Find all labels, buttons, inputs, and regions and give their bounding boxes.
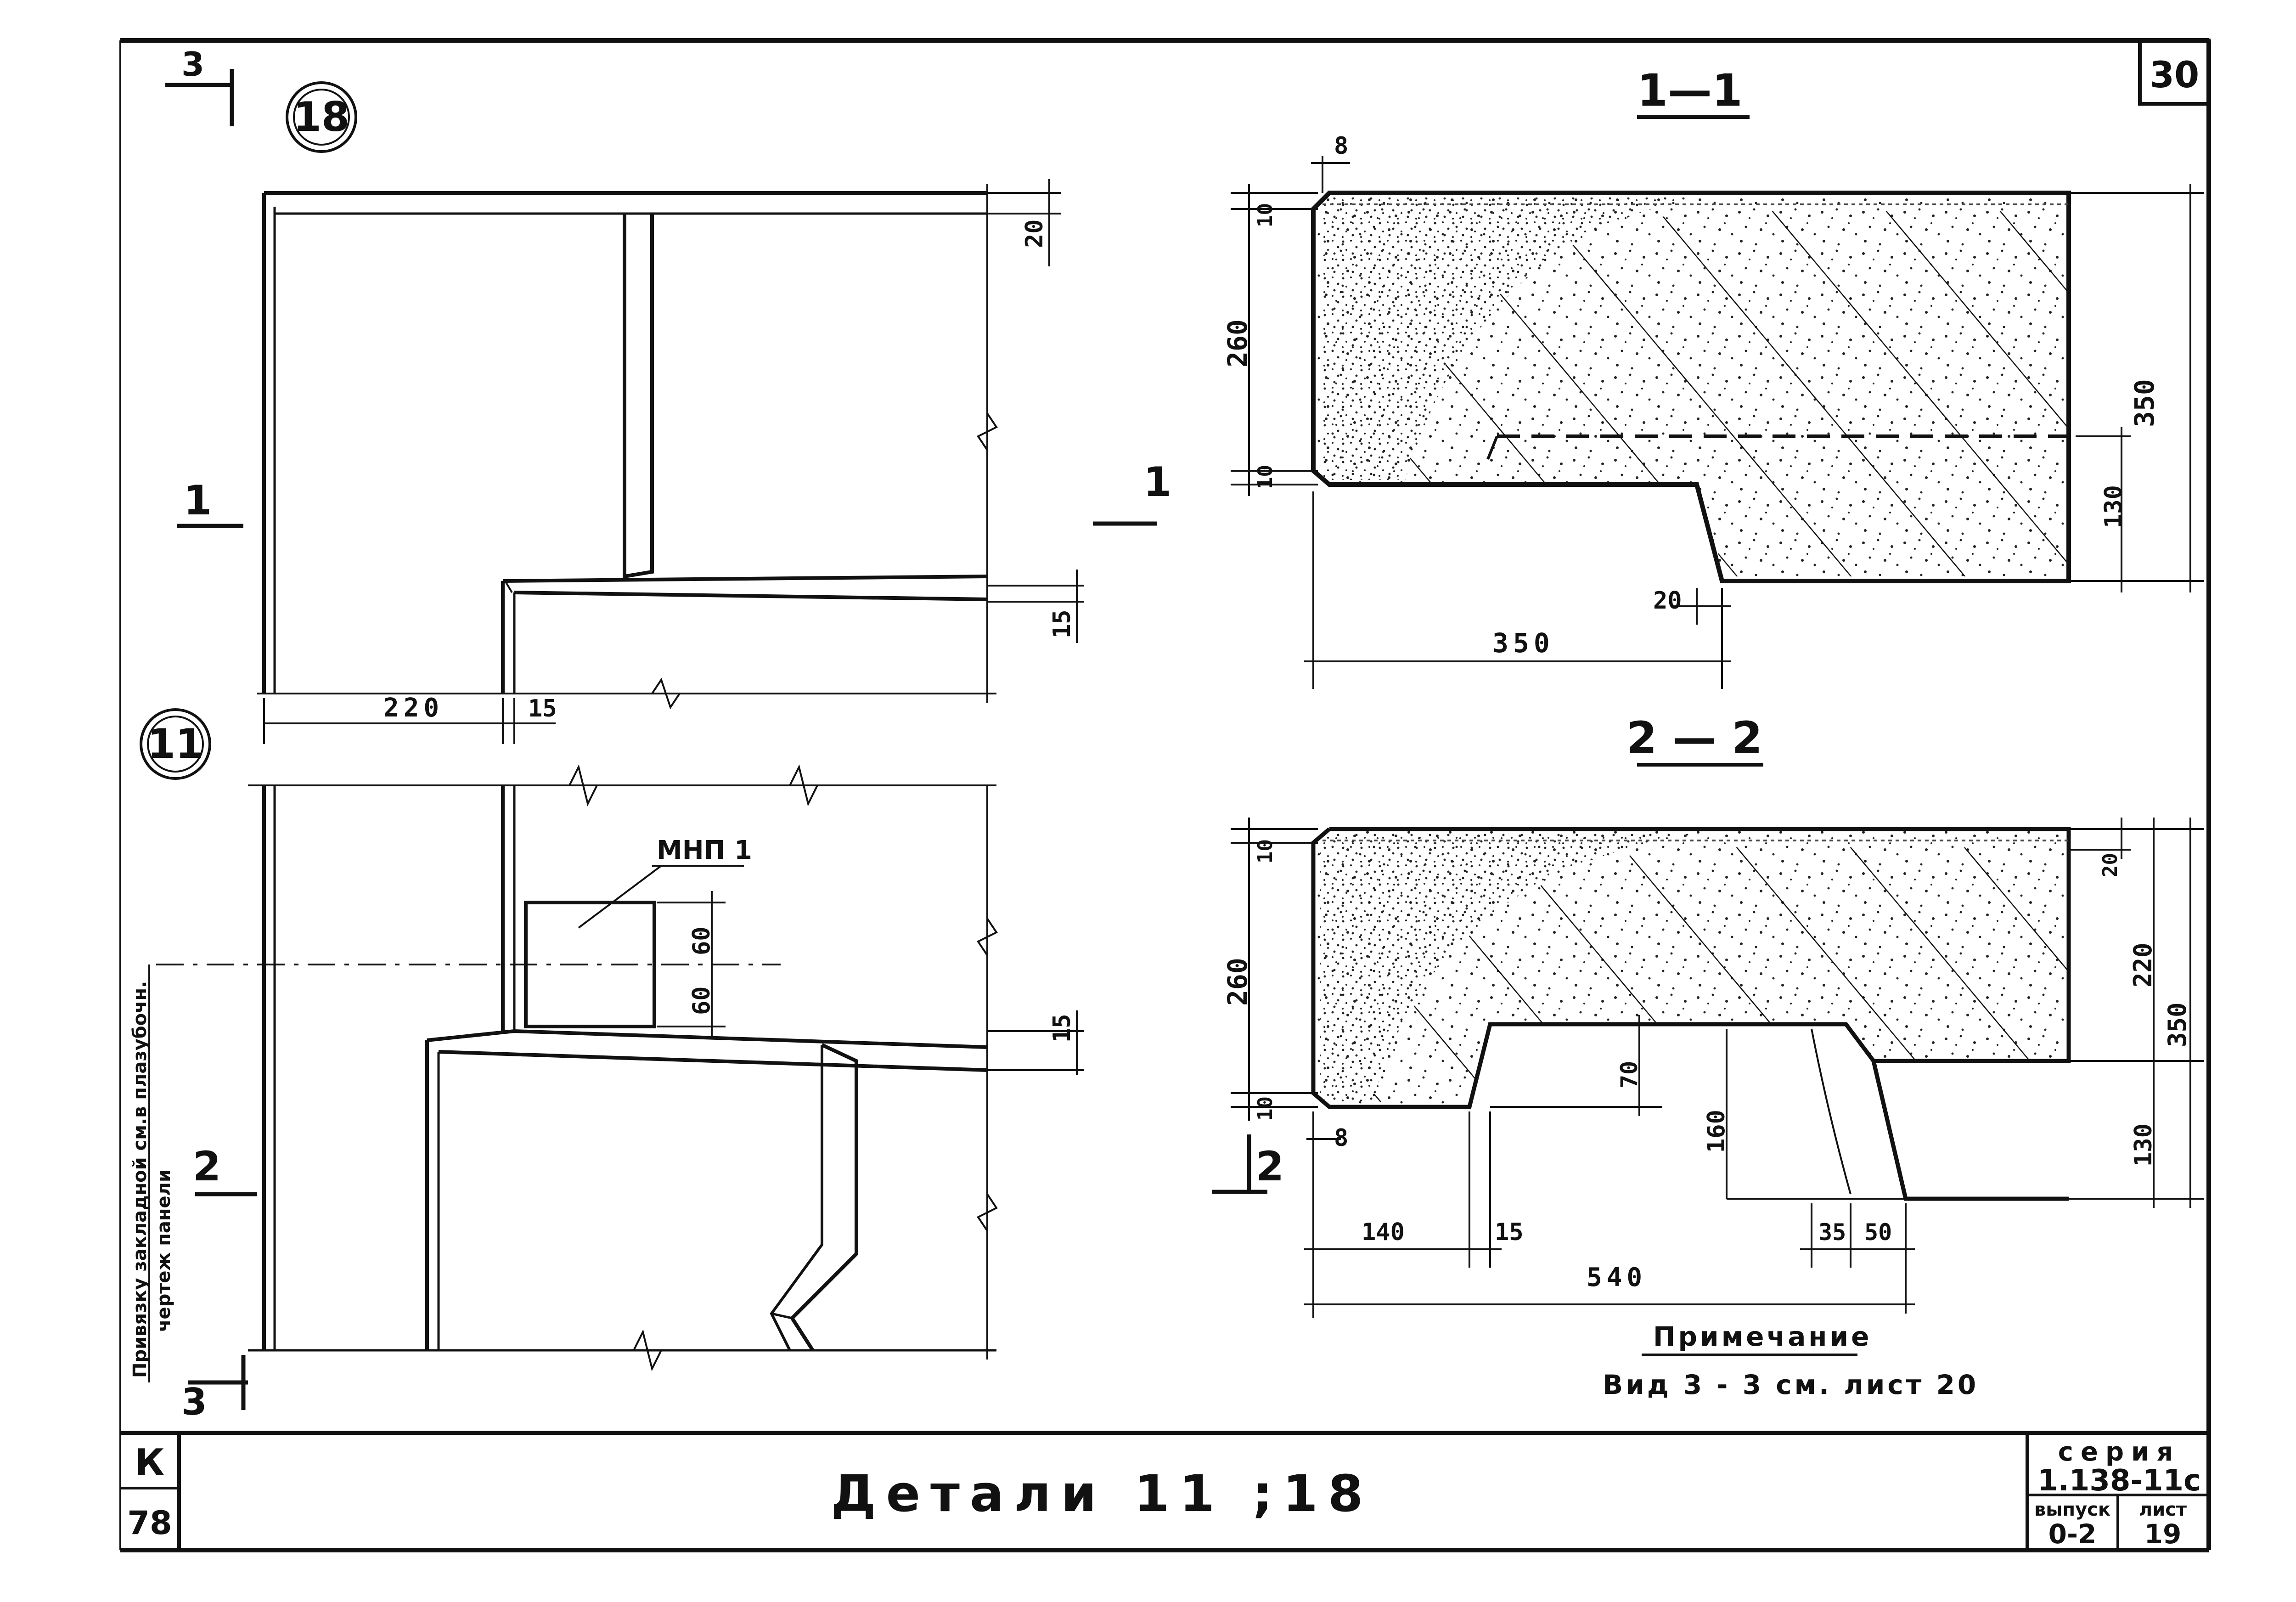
title-block <box>120 1431 2209 1550</box>
dim-2-2-160: 160 <box>1703 1110 1730 1153</box>
section-2-left-label: 2 <box>193 1143 221 1190</box>
dim-2-2-10b: 10 <box>1254 1096 1277 1121</box>
dim-2-2-540: 540 <box>1587 1263 1647 1292</box>
section-2-2-body <box>1311 827 2071 1201</box>
section-3-bottom-label: 3 <box>181 1381 207 1423</box>
dim-2-2-130: 130 <box>2130 1123 2157 1167</box>
dims-section-1-1 <box>1231 156 2204 689</box>
dim-1-1-350h: 350 <box>1492 627 1554 659</box>
dim-1-1-8: 8 <box>1334 132 1348 160</box>
callout-11: 11 <box>147 720 203 767</box>
dim-2-2-260: 260 <box>1222 958 1253 1006</box>
dim-2-2-220: 220 <box>2128 942 2157 987</box>
callout-18: 18 <box>293 93 349 141</box>
dim-60-b: 60 <box>688 986 715 1015</box>
dims-detail-18 <box>257 179 1084 744</box>
series-value: 1.138-11с <box>2037 1464 2201 1498</box>
section-2-right-label: 2 <box>1256 1143 1284 1190</box>
issue-label: выпуск <box>2034 1499 2110 1520</box>
dim-1-1-10b: 10 <box>1254 465 1277 489</box>
page-number: 30 <box>2150 55 2200 96</box>
section-3-top-marker <box>165 69 234 126</box>
plate-label: МНП 1 <box>657 835 752 865</box>
dim-2-2-15: 15 <box>1495 1218 1524 1246</box>
dim-2-2-10a: 10 <box>1254 839 1277 863</box>
section-1-1-body <box>1311 191 2071 583</box>
section-1-1-title: 1—1 <box>1637 65 1743 116</box>
section-2-3-bottom-markers <box>188 1192 257 1410</box>
detail-11-elevation <box>248 764 998 1371</box>
section-2-right-marker <box>1212 1134 1267 1194</box>
dim-15-top: 15 <box>1048 609 1076 638</box>
sheet-title: Детали 11 ;18 <box>831 1464 1373 1523</box>
dims-section-2-2 <box>1231 818 2204 1318</box>
side-note-line1: Привязку закладной см.в плазубочн. <box>129 981 151 1378</box>
stamp-letter: К <box>135 1441 164 1484</box>
dim-15-bottom: 15 <box>1048 1014 1076 1043</box>
section-3-top-label: 3 <box>181 45 204 84</box>
dim-2-2-350: 350 <box>2163 1002 2192 1047</box>
note-heading: Примечание <box>1653 1321 1872 1352</box>
dim-1-1-260: 260 <box>1222 319 1253 367</box>
sheet-frame <box>119 38 2211 1552</box>
sheet-label: лист <box>2139 1499 2187 1520</box>
dim-220: 220 <box>383 693 444 723</box>
callout-11-circle <box>140 708 211 780</box>
dim-15-left: 15 <box>528 695 557 722</box>
issue-value: 0-2 <box>2048 1518 2097 1550</box>
side-note-line2: чертеж панели <box>153 1169 174 1332</box>
series-label: серия <box>2058 1437 2180 1467</box>
dims-plate <box>156 891 1084 1075</box>
dim-2-2-35: 35 <box>1818 1219 1846 1246</box>
dim-1-1-130: 130 <box>2100 485 2127 528</box>
dim-2-2-70: 70 <box>1616 1061 1643 1089</box>
note-text: Вид 3 - 3 см. лист 20 <box>1603 1369 1979 1400</box>
sheet-value: 19 <box>2144 1518 2182 1550</box>
dim-2-2-50: 50 <box>1864 1219 1892 1246</box>
dim-60-a: 60 <box>688 926 715 955</box>
dim-1-1-10a: 10 <box>1254 203 1277 227</box>
dim-2-2-20: 20 <box>2099 853 2122 877</box>
section-1-markers <box>177 521 1157 528</box>
dim-1-1-20: 20 <box>1653 587 1682 615</box>
dim-1-1-350v: 350 <box>2129 379 2160 427</box>
dim-20-top: 20 <box>1021 219 1048 248</box>
section-2-2-title: 2 — 2 <box>1626 712 1762 764</box>
dim-2-2-140: 140 <box>1362 1218 1405 1246</box>
callout-18-circle <box>286 81 357 153</box>
section-1-right-label: 1 <box>1143 458 1171 506</box>
stamp-year: 78 <box>127 1504 172 1542</box>
section-1-left-label: 1 <box>184 477 212 524</box>
detail-18-elevation <box>262 184 998 703</box>
dim-2-2-8: 8 <box>1334 1124 1348 1152</box>
